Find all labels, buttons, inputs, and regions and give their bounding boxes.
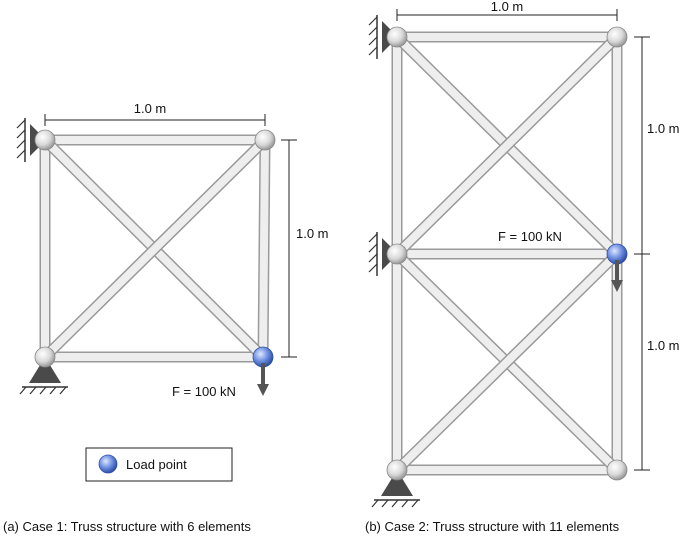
case2-force-label: F = 100 kN: [498, 229, 562, 244]
case1-node: [34, 346, 56, 368]
case2-force-arrow: [611, 260, 623, 292]
case1-caption: (a) Case 1: Truss structure with 6 eleme…: [3, 519, 251, 534]
case2-node: [606, 459, 628, 481]
case1-force-arrow: [257, 363, 269, 396]
case1-ground-support: [19, 357, 68, 395]
case2-lower-height-label: 1.0 m: [647, 338, 680, 353]
legend-load-point-icon: [98, 454, 118, 474]
case2-truss: 1.0 m 1.0 m 1.0 m F = 100 kN: [368, 0, 680, 508]
case2-width-label: 1.0 m: [491, 0, 524, 14]
case1-force-label: F = 100 kN: [172, 384, 236, 399]
case2-members: [391, 31, 623, 476]
legend-label: Load point: [126, 457, 187, 472]
case2-caption: (b) Case 2: Truss structure with 11 elem…: [365, 519, 620, 534]
case1-width-label: 1.0 m: [134, 101, 167, 116]
case1-members: [39, 134, 271, 363]
case2-upper-height-label: 1.0 m: [647, 121, 680, 136]
case2-ground-support: [371, 470, 420, 508]
case2-node: [386, 459, 408, 481]
legend: Load point: [85, 447, 233, 482]
case1-truss: 1.0 m 1.0 m F = 100 kN: [16, 101, 329, 399]
case2-node: [386, 243, 408, 265]
case2-width-dimension: [396, 9, 618, 21]
case1-node: [34, 129, 56, 151]
case1-node: [254, 129, 276, 151]
case2-node: [606, 26, 628, 48]
case1-height-dimension: [281, 139, 297, 358]
case2-height-dimension: [634, 36, 650, 471]
case2-node: [386, 26, 408, 48]
case1-width-dimension: [44, 114, 266, 126]
case1-height-label: 1.0 m: [296, 226, 329, 241]
